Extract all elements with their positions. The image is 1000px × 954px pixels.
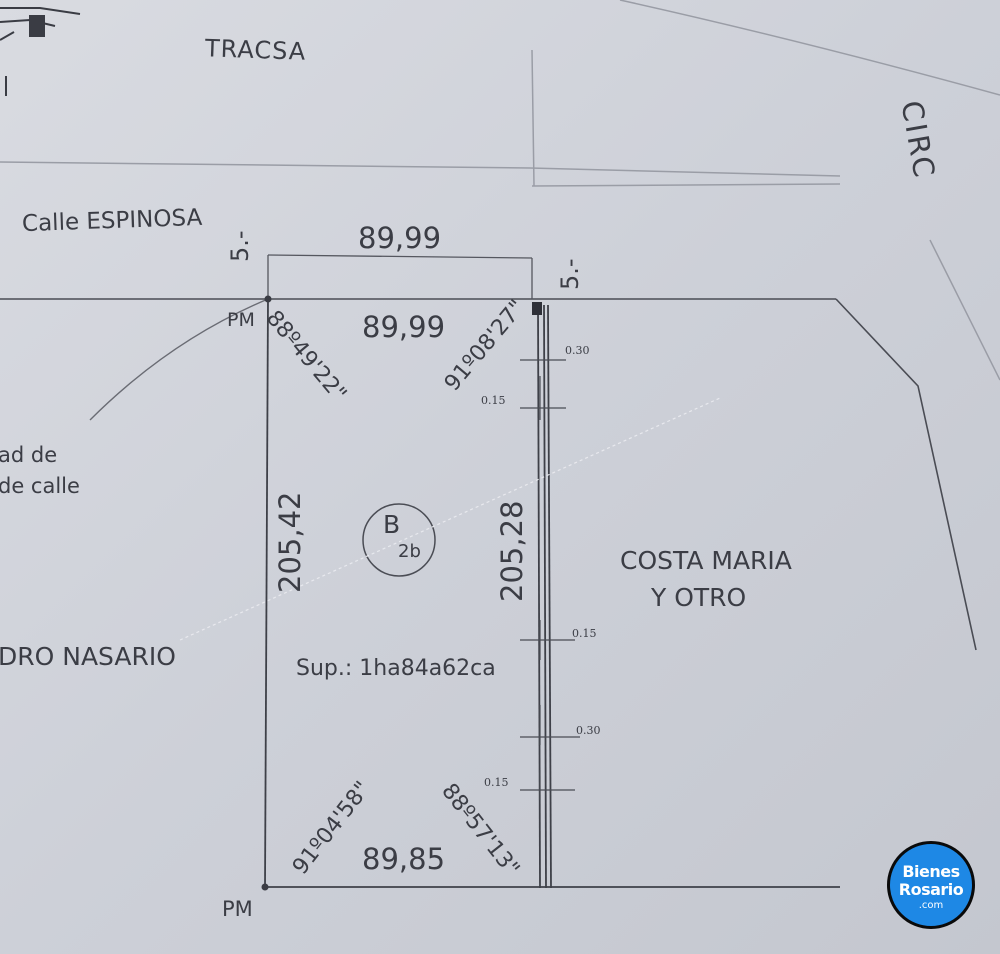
dim-bottom: 89,85 <box>362 842 446 876</box>
building-fragment <box>0 7 81 96</box>
upper-faint-lines <box>0 0 1000 381</box>
logo-line2: Rosario <box>898 880 964 899</box>
pm-marker-bottom <box>261 883 269 891</box>
label-tracsa: TRACSA <box>204 34 307 66</box>
logo-line1: Bienes <box>902 862 960 881</box>
lot-letter: B <box>383 510 401 539</box>
top-dimension-box <box>267 254 533 299</box>
left-fragment-line1: ad de <box>0 443 58 467</box>
pm-label-top: PM <box>227 309 255 331</box>
dim-top-outer: 89,99 <box>358 221 442 255</box>
dim-left-side: 205,42 <box>273 491 307 593</box>
small-offset-030-top: 0.30 <box>565 344 590 357</box>
lot-id-circle <box>362 503 436 577</box>
pm-label-bottom: PM <box>222 897 253 921</box>
street-boundary-line <box>0 298 977 651</box>
neighbor-right-line2: Y OTRO <box>651 583 747 612</box>
small-offset-015-top: 0.15 <box>481 394 506 407</box>
lot-number: 2b <box>398 541 421 562</box>
dim-right-side: 205,28 <box>495 500 529 602</box>
logo-line3: .com <box>918 900 944 911</box>
dim-top-inner: 89,99 <box>362 310 446 344</box>
neighbor-right-line1: COSTA MARIA <box>620 546 792 575</box>
lot-outline <box>264 298 840 889</box>
bienes-rosario-logo[interactable]: Bienes Rosario .com <box>887 841 975 929</box>
small-offset-030-bottom: 0.30 <box>576 724 601 737</box>
small-offset-015-bottom: 0.15 <box>484 776 509 789</box>
surface-label: Sup.: 1ha84a62ca <box>296 656 496 681</box>
small-offset-015-mid: 0.15 <box>572 627 597 640</box>
offset-right-label: 5.- <box>556 258 584 290</box>
faint-diagonal <box>179 397 721 641</box>
corner-marker-right <box>532 302 542 315</box>
neighbor-left: DRO NASARIO <box>0 642 176 671</box>
offset-ticks <box>520 359 580 800</box>
offset-left-label: 5.- <box>226 230 254 262</box>
curve-line <box>89 298 269 421</box>
left-fragment-line2: de calle <box>0 474 80 498</box>
pm-marker-top <box>264 295 272 303</box>
